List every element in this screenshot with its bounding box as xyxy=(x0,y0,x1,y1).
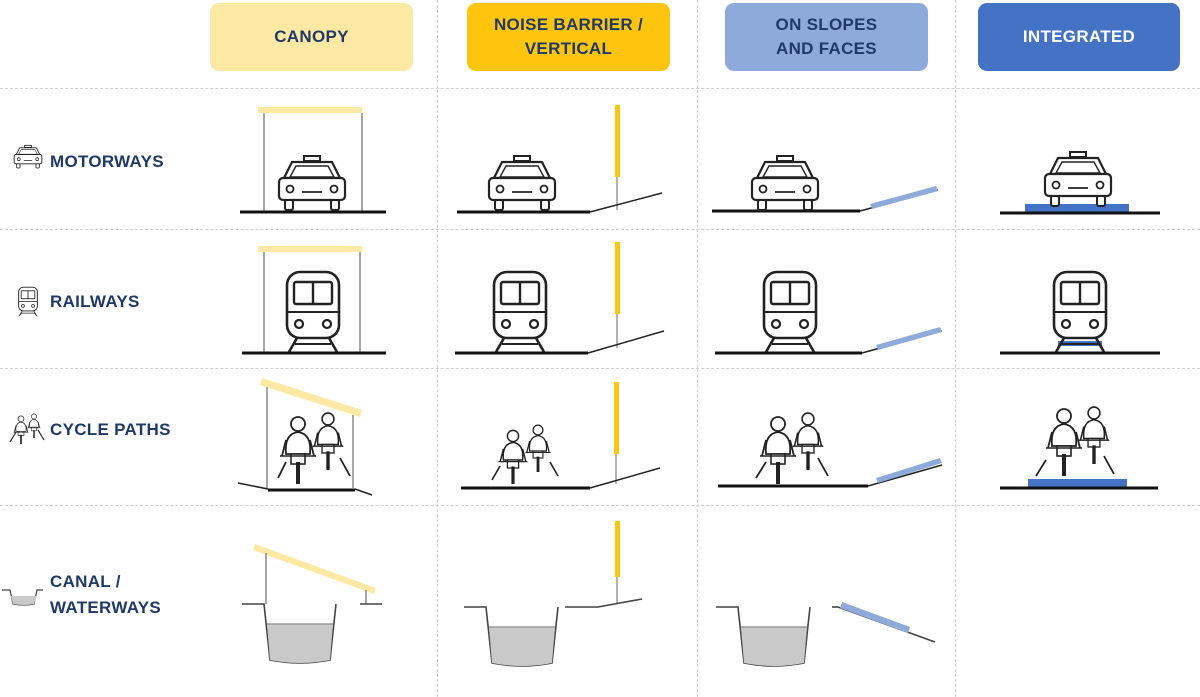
car-icon xyxy=(13,144,43,169)
motorways-barrier-illustration xyxy=(457,105,663,214)
train-icon xyxy=(1052,270,1108,354)
pv-slope-panel xyxy=(876,458,942,483)
row-label-motorways: MOTORWAYS xyxy=(50,149,164,175)
pv-canopy-panel xyxy=(258,246,362,252)
pv-integrated-panel xyxy=(1028,479,1127,487)
train-icon xyxy=(18,286,38,317)
canal-icon xyxy=(2,589,43,606)
canal-barrier-illustration xyxy=(463,521,643,667)
cyclist-icon xyxy=(524,423,552,474)
pv-barrier-panel xyxy=(615,242,620,314)
row-label-railways: RAILWAYS xyxy=(50,289,140,315)
railways-integrated-illustration xyxy=(1000,270,1160,355)
car-icon xyxy=(277,154,347,212)
row-label-cycle-paths: CYCLE PATHS xyxy=(50,417,171,443)
cyclists-icon xyxy=(9,413,45,445)
pv-slope-panel xyxy=(876,327,942,350)
grid-row-divider xyxy=(0,88,1200,89)
pv-canopy-panel xyxy=(260,378,362,417)
car-icon xyxy=(487,154,557,212)
canal-icon xyxy=(715,606,811,667)
car-icon xyxy=(750,154,820,212)
cycle-integrated-illustration xyxy=(1000,405,1158,490)
canal-canopy-illustration xyxy=(241,544,382,664)
cyclist-icon xyxy=(278,415,318,486)
row-label-text: CYCLE PATHS xyxy=(50,420,171,439)
grid-column-divider xyxy=(437,0,438,697)
column-header-label: NOISE BARRIER / VERTICAL xyxy=(493,15,644,58)
column-header-integrated: INTEGRATED xyxy=(978,3,1180,71)
canal-slope-illustration xyxy=(715,602,936,667)
grid-column-divider xyxy=(697,0,698,697)
row-label-canal-waterways: CANAL / WATERWAYS xyxy=(50,569,161,621)
column-header-label: CANOPY xyxy=(274,27,349,46)
pv-slope-panel xyxy=(840,602,910,633)
row-label-text: RAILWAYS xyxy=(50,292,140,311)
car-icon xyxy=(1043,150,1113,208)
pv-barrier-panel xyxy=(615,105,620,177)
cycle-barrier-illustration xyxy=(461,382,661,490)
column-header-label: ON SLOPES AND FACES xyxy=(775,15,878,58)
motorways-integrated-illustration xyxy=(1000,150,1160,215)
train-icon xyxy=(492,270,548,354)
grid-row-divider xyxy=(0,229,1200,230)
train-icon xyxy=(285,270,341,354)
column-header-noise-barrier: NOISE BARRIER / VERTICAL xyxy=(467,3,670,71)
column-header-label: INTEGRATED xyxy=(1022,27,1136,46)
cycle-canopy-illustration xyxy=(237,378,373,496)
grid-row-divider xyxy=(0,505,1200,506)
railways-canopy-illustration xyxy=(242,246,386,355)
cyclist-icon xyxy=(1044,407,1084,478)
railways-slope-illustration xyxy=(715,270,943,355)
cycle-slope-illustration xyxy=(718,411,943,488)
cyclist-icon xyxy=(1076,405,1112,466)
grid-row-divider xyxy=(0,368,1200,369)
row-label-text: MOTORWAYS xyxy=(50,152,164,171)
motorways-canopy-illustration xyxy=(240,107,386,214)
cyclist-icon xyxy=(311,411,345,472)
column-header-slopes: ON SLOPES AND FACES xyxy=(725,3,928,71)
pv-canopy-panel xyxy=(253,544,376,594)
cyclist-icon xyxy=(497,428,530,486)
pv-canopy-panel xyxy=(258,107,362,113)
train-icon xyxy=(762,270,818,354)
pv-barrier-panel xyxy=(615,521,620,577)
motorways-slope-illustration xyxy=(712,154,939,213)
row-label-text: CANAL / WATERWAYS xyxy=(50,572,162,617)
canal-icon xyxy=(463,606,559,667)
column-header-canopy: CANOPY xyxy=(210,3,413,71)
pv-slope-panel xyxy=(870,186,938,209)
railways-barrier-illustration xyxy=(455,242,665,355)
grid-column-divider xyxy=(955,0,956,697)
pv-integrated-panel xyxy=(1025,204,1129,212)
pv-barrier-panel xyxy=(614,382,619,454)
cyclist-icon xyxy=(791,411,825,472)
cyclist-icon xyxy=(758,415,798,486)
canal-icon xyxy=(241,603,337,664)
